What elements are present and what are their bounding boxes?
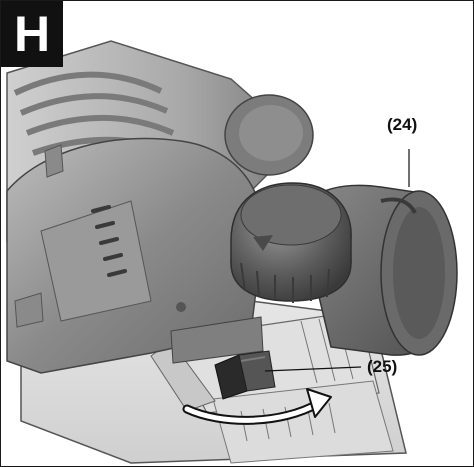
callout-25: (25) <box>367 357 398 376</box>
blade-guard <box>6 137 264 374</box>
leader-lines <box>264 149 410 372</box>
callout-24: (24) <box>387 115 418 134</box>
lever <box>214 350 276 400</box>
figure-badge: H <box>1 1 63 67</box>
adjustment-knob <box>230 182 352 303</box>
rotation-arrow-icon <box>182 388 332 425</box>
